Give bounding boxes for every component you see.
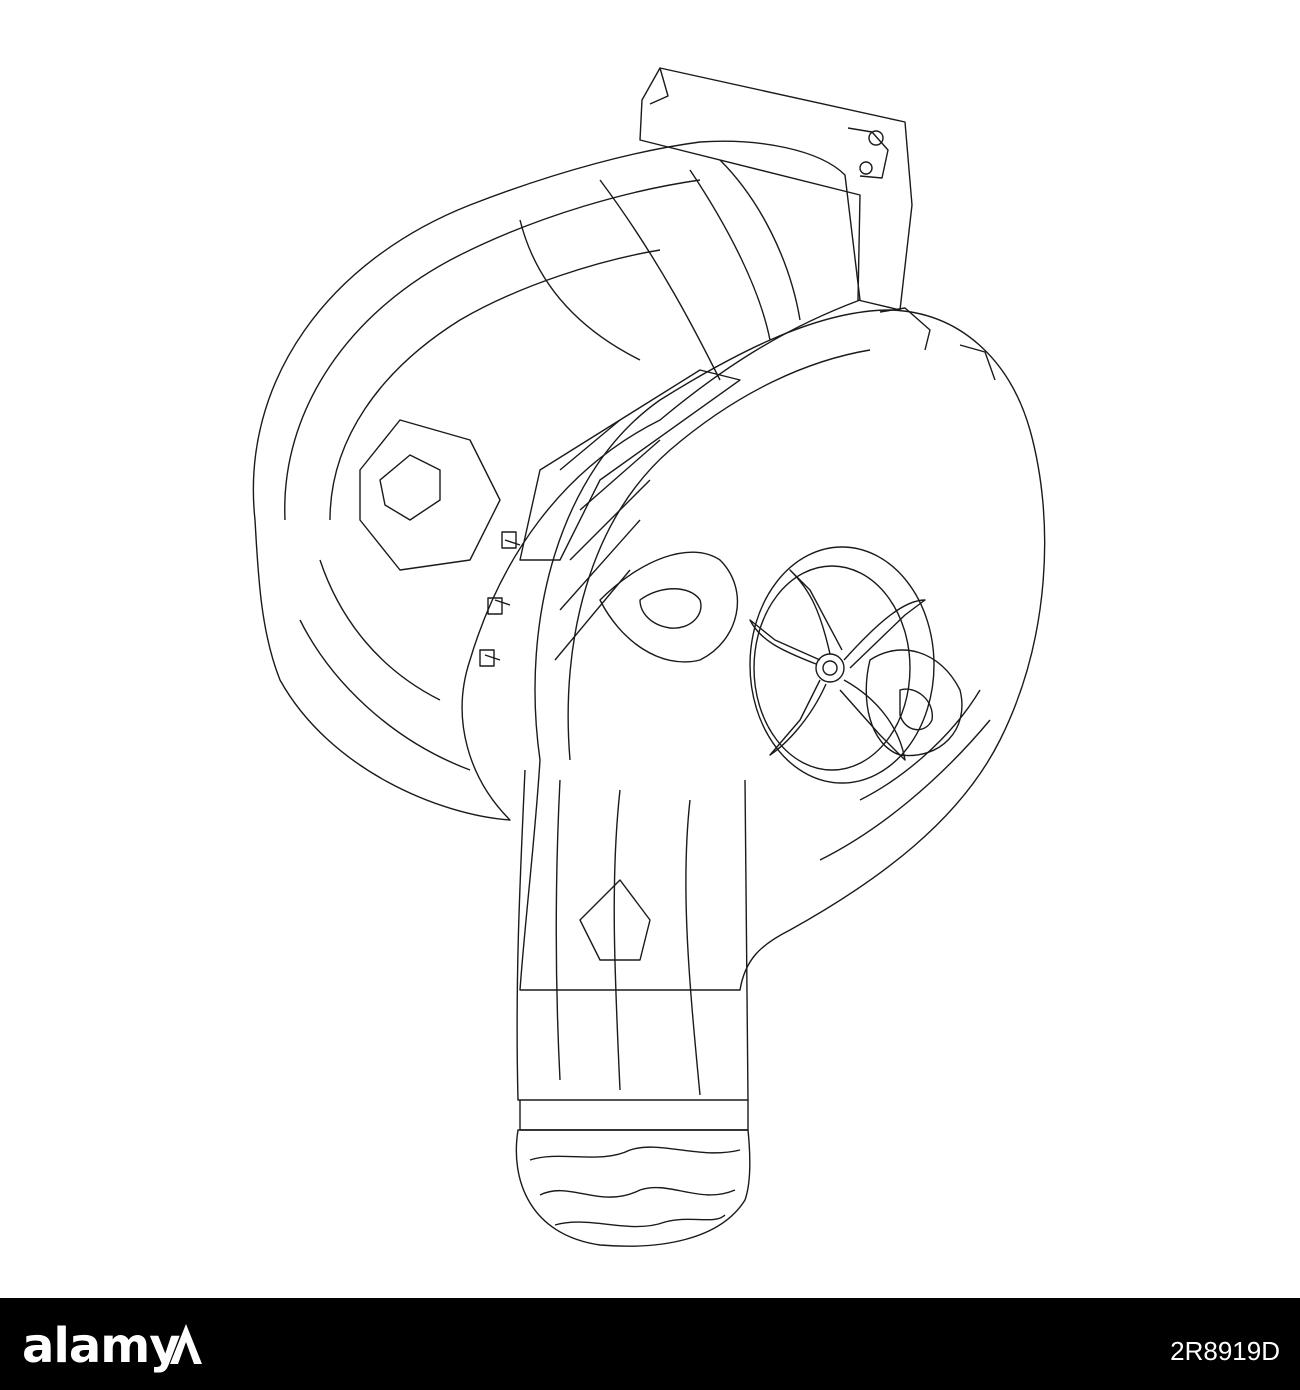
front-volute [519,307,1046,991]
center-housing [479,369,741,667]
inlet-pipe [516,769,749,1131]
pipe-outlet [515,1129,751,1247]
turbocharger-drawing [252,67,1046,1247]
footer-bar [0,1298,1300,1390]
brand-wordmark: alamy [22,1318,181,1374]
alamy-logo-icon [170,1324,202,1364]
image-id: 2R8919D [1170,1336,1280,1366]
rear-volute [252,140,861,821]
turbine-wheel [749,546,935,784]
mounting-flange [639,67,913,311]
